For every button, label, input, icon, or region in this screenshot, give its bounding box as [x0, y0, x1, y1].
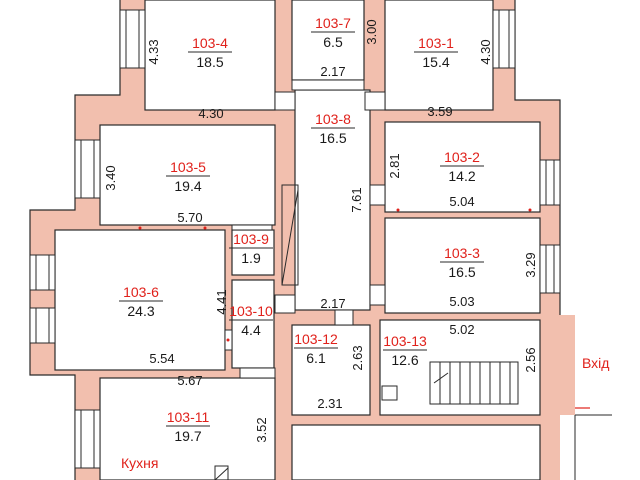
- dim-3-59: 3.59: [427, 104, 452, 119]
- dim-5-54: 5.54: [149, 351, 174, 366]
- room-103-8: [294, 89, 371, 311]
- room-id-label: 103-9: [233, 231, 269, 247]
- dim-5-02: 5.02: [449, 322, 474, 337]
- dim-5-03: 5.03: [449, 294, 474, 309]
- room-id-label: 103-1: [418, 35, 454, 51]
- room-id-label: 103-11: [167, 409, 210, 425]
- room-103-2: [384, 121, 541, 213]
- dim-5-04: 5.04: [449, 194, 474, 209]
- room-area-label: 16.5: [319, 130, 346, 146]
- wall-marks: [138, 208, 532, 342]
- dim-4-30-top: 4.30: [478, 39, 493, 64]
- dim-2-17-top: 2.17: [320, 64, 345, 79]
- dimension-labels: 4.33 3.00 4.30 2.17 4.30 3.59 3.40 2.81 …: [103, 19, 538, 442]
- room-103-12: [291, 324, 371, 416]
- dim-5-70: 5.70: [177, 210, 202, 225]
- room-area-label: 15.4: [422, 54, 449, 70]
- room-area-label: 6.1: [306, 350, 326, 366]
- dim-3-00: 3.00: [364, 19, 379, 44]
- room-labels: 103-4 18.5 103-7 6.5 103-1 15.4 103-8 16.5 103-5…: [119, 15, 484, 444]
- room-103-11: [99, 377, 276, 480]
- dim-2-63: 2.63: [350, 345, 365, 370]
- room-area-label: 14.2: [448, 168, 475, 184]
- room-id-label: 103-6: [123, 284, 159, 300]
- room-103-3: [384, 217, 541, 314]
- entrance-label: Вхід: [582, 355, 609, 371]
- room-id-label: 103-13: [383, 333, 427, 349]
- staircase: [429, 361, 519, 405]
- dim-4-33: 4.33: [146, 39, 161, 64]
- dim-4-41: 4.41: [214, 289, 229, 314]
- dim-2-56: 2.56: [523, 347, 538, 372]
- room-area-label: 1.9: [241, 250, 261, 266]
- room-id-label: 103-5: [170, 159, 206, 175]
- dim-2-17-bottom: 2.17: [320, 296, 345, 311]
- room-id-label: 103-10: [229, 303, 273, 319]
- dim-7-61: 7.61: [349, 187, 364, 212]
- room-area-label: 4.4: [241, 322, 261, 338]
- room-area-label: 12.6: [391, 352, 418, 368]
- room-103-4: [144, 0, 276, 111]
- room-id-label: 103-2: [444, 149, 480, 165]
- dim-4-30-mid: 4.30: [198, 106, 223, 121]
- room-id-label: 103-8: [315, 111, 351, 127]
- room-id-label: 103-7: [315, 15, 351, 31]
- room-103-1: [384, 0, 494, 111]
- dim-2-81: 2.81: [387, 153, 402, 178]
- room-area-label: 16.5: [448, 264, 475, 280]
- room-103-5: [99, 124, 276, 226]
- dim-5-67: 5.67: [177, 373, 202, 388]
- room-area-label: 18.5: [196, 54, 223, 70]
- dim-3-52: 3.52: [254, 417, 269, 442]
- room-id-label: 103-4: [192, 35, 228, 51]
- room-103-7: [291, 0, 365, 81]
- room-area-label: 24.3: [127, 303, 154, 319]
- dim-2-31: 2.31: [317, 396, 342, 411]
- dim-3-29: 3.29: [523, 252, 538, 277]
- door-leaf: [281, 184, 299, 286]
- room-area-label: 6.5: [323, 34, 343, 50]
- room-id-label: 103-12: [294, 331, 338, 347]
- room-area-label: 19.4: [174, 178, 201, 194]
- room-103-6: [54, 229, 226, 371]
- windows: [29, 9, 561, 469]
- room-id-label: 103-3: [444, 245, 480, 261]
- kitchen-label: Кухня: [121, 455, 158, 471]
- room-103-9: [231, 229, 275, 276]
- room-interiors: [54, 0, 541, 480]
- dim-3-40: 3.40: [103, 165, 118, 190]
- corridor-bottom: [291, 424, 541, 480]
- room-area-label: 19.7: [174, 428, 201, 444]
